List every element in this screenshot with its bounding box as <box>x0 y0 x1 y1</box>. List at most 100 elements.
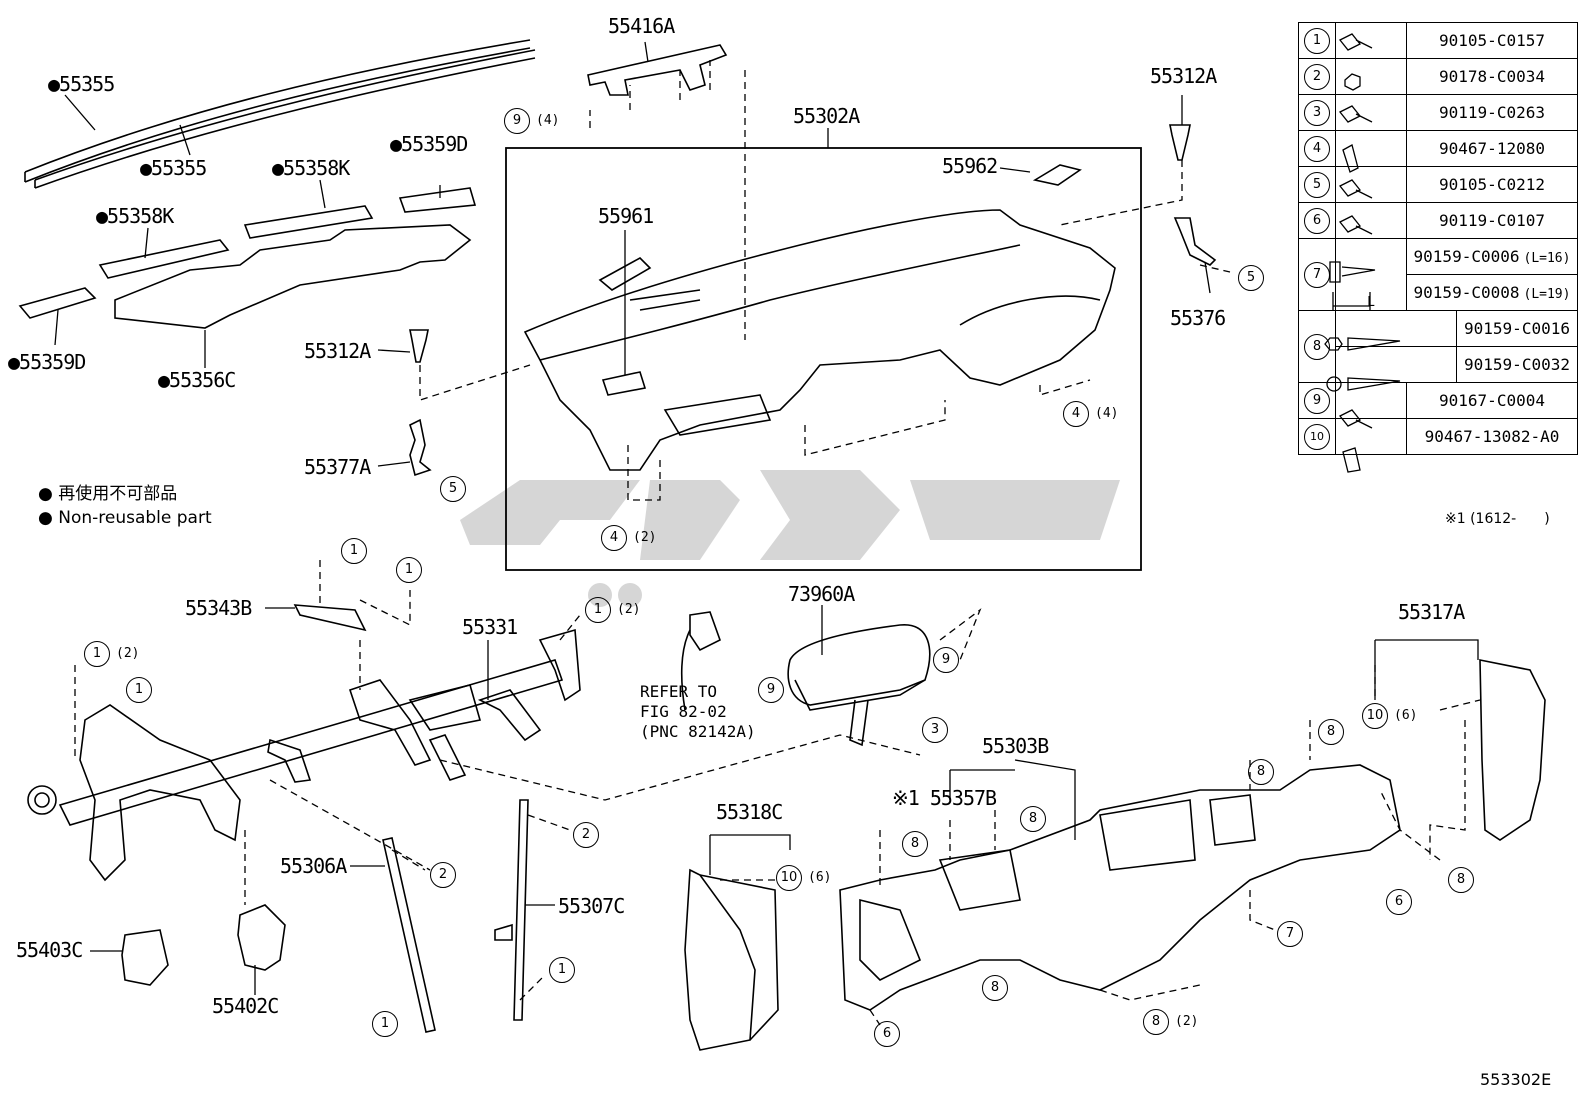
part-number: 90167-C0004 <box>1406 382 1578 419</box>
callout-number: 6 <box>1386 889 1412 915</box>
watermark <box>460 470 1120 607</box>
callout-1-f: 1 <box>549 957 575 983</box>
part-label-55961: 55961 <box>598 204 654 228</box>
part-label-55402C: 55402C <box>212 994 279 1018</box>
part-label-55359D-left: ●55359D <box>8 350 86 374</box>
part-number: 90178-C0034 <box>1406 58 1578 95</box>
reference-line-3: (PNC 82142A) <box>640 722 756 741</box>
footnote: ※1 (1612- ) <box>1445 511 1550 527</box>
screw-icon <box>1335 346 1457 383</box>
callout-number: 8 <box>1318 719 1344 745</box>
callout-number: 5 <box>1238 265 1264 291</box>
row-number: 1 <box>1298 22 1336 59</box>
part-label-55355-b: ●55355 <box>140 156 207 180</box>
part-label-55306A: 55306A <box>280 854 347 878</box>
dimension-label: L <box>1367 295 1375 310</box>
fastener-table: 1 90105-C0157 2 90178-C0034 3 90119-C026… <box>1298 22 1578 455</box>
callout-number: 2 <box>573 822 599 848</box>
reference-line-1: REFER TO <box>640 682 718 701</box>
panel-assembly-frame <box>505 147 1142 571</box>
lower-panel-55303B <box>839 764 1401 1011</box>
airbag-73960A <box>680 611 931 747</box>
table-row: 7 L 90159-C0006(L=16) <box>1298 238 1578 311</box>
callout-8-e: 8 <box>1448 867 1474 893</box>
part-label-55359D-top: ●55359D <box>390 132 468 156</box>
callout-number: 1 <box>396 557 422 583</box>
callout-6-bottom: 6 <box>874 1021 900 1047</box>
callout-3: 3 <box>922 717 948 743</box>
callout-number: 8 <box>1143 1009 1169 1035</box>
part-label-55377A: 55377A <box>304 455 371 479</box>
reference-line-2: FIG 82-02 <box>640 702 727 721</box>
part-label-55317A: 55317A <box>1398 600 1465 624</box>
instrument-panel <box>523 164 1116 471</box>
callout-qty: (6) <box>1394 708 1418 723</box>
table-row: 1 90105-C0157 <box>1298 22 1578 59</box>
callout-qty: (4) <box>1095 406 1119 421</box>
table-row: 6 90119-C0107 <box>1298 202 1578 239</box>
callout-1-a: 1 <box>341 538 367 564</box>
callout-number: 6 <box>874 1021 900 1047</box>
callout-number: 1 <box>84 641 110 667</box>
callout-number: 6 <box>1304 207 1330 234</box>
callout-1-g: 1 <box>372 1011 398 1037</box>
callout-number: 9 <box>758 677 784 703</box>
callout-number: 9 <box>1304 387 1330 414</box>
table-row: 2 90178-C0034 <box>1298 58 1578 95</box>
braces <box>382 799 529 1033</box>
brackets-55376-55377A <box>409 217 1217 477</box>
callout-number: 8 <box>1448 867 1474 893</box>
callout-number: 1 <box>1304 27 1330 54</box>
callout-1-e: 1(2) <box>84 641 139 667</box>
part-label-73960A: 73960A <box>788 582 855 606</box>
callout-qty: (6) <box>808 870 832 885</box>
callout-5-left: 5 <box>440 476 466 502</box>
callout-8-c: 8 <box>1020 806 1046 832</box>
row-number: 3 <box>1298 94 1336 131</box>
bolt-icon <box>1335 94 1407 131</box>
row-number: 10 <box>1298 418 1336 455</box>
callout-8-f: 8 <box>982 975 1008 1001</box>
table-row: 90159-C0032 <box>1299 346 1578 383</box>
callout-4-left: 4(2) <box>601 525 656 551</box>
bracket-55416A <box>587 44 728 96</box>
part-label-55358K-left: ●55358K <box>96 204 174 228</box>
clip-55312A <box>409 124 1191 363</box>
callout-10-right: 10 (6) <box>1362 703 1417 729</box>
legend-en: ● Non-reusable part <box>38 508 212 528</box>
callout-number: 1 <box>549 957 575 983</box>
reinforcement-55331 <box>27 604 581 882</box>
callout-number: 1 <box>585 597 611 623</box>
part-label-55355-a: ●55355 <box>48 72 115 96</box>
callout-number: 9 <box>504 108 530 134</box>
part-label-55312A-mid: 55312A <box>304 339 371 363</box>
callout-8-a: 8 <box>1318 719 1344 745</box>
callout-number: 2 <box>1304 63 1330 90</box>
callout-number: 9 <box>933 647 959 673</box>
callout-number: 8 <box>1304 333 1330 360</box>
callout-9-bag-right: 9 <box>933 647 959 673</box>
moulding-strips <box>24 39 536 189</box>
reference-note: REFER TO FIG 82-02 (PNC 82142A) <box>640 682 756 742</box>
table-row: 9 90167-C0004 <box>1298 382 1578 419</box>
callout-9-top: 9(4) <box>504 108 559 134</box>
callout-number: 8 <box>1248 759 1274 785</box>
callout-qty: (2) <box>1175 1014 1199 1029</box>
callout-number: 10 <box>1362 703 1388 729</box>
part-label-55318C: 55318C <box>716 800 783 824</box>
callout-qty: (2) <box>633 530 657 545</box>
part-label-55403C: 55403C <box>16 938 83 962</box>
part-label-55356C: ●55356C <box>158 368 236 392</box>
figure-id: 553302E <box>1480 1070 1552 1089</box>
callout-number: 7 <box>1304 261 1330 288</box>
part-number: 90467-13082-A0 <box>1406 418 1578 455</box>
callout-number: 5 <box>440 476 466 502</box>
callout-9-bag-left: 9 <box>758 677 784 703</box>
part-label-55307C: 55307C <box>558 894 625 918</box>
callout-number: 1 <box>341 538 367 564</box>
row-number: 5 <box>1298 166 1336 203</box>
table-row: 3 90119-C0263 <box>1298 94 1578 131</box>
table-row: 90159-C0008(L=19) <box>1299 274 1578 311</box>
callout-number: 8 <box>902 831 928 857</box>
